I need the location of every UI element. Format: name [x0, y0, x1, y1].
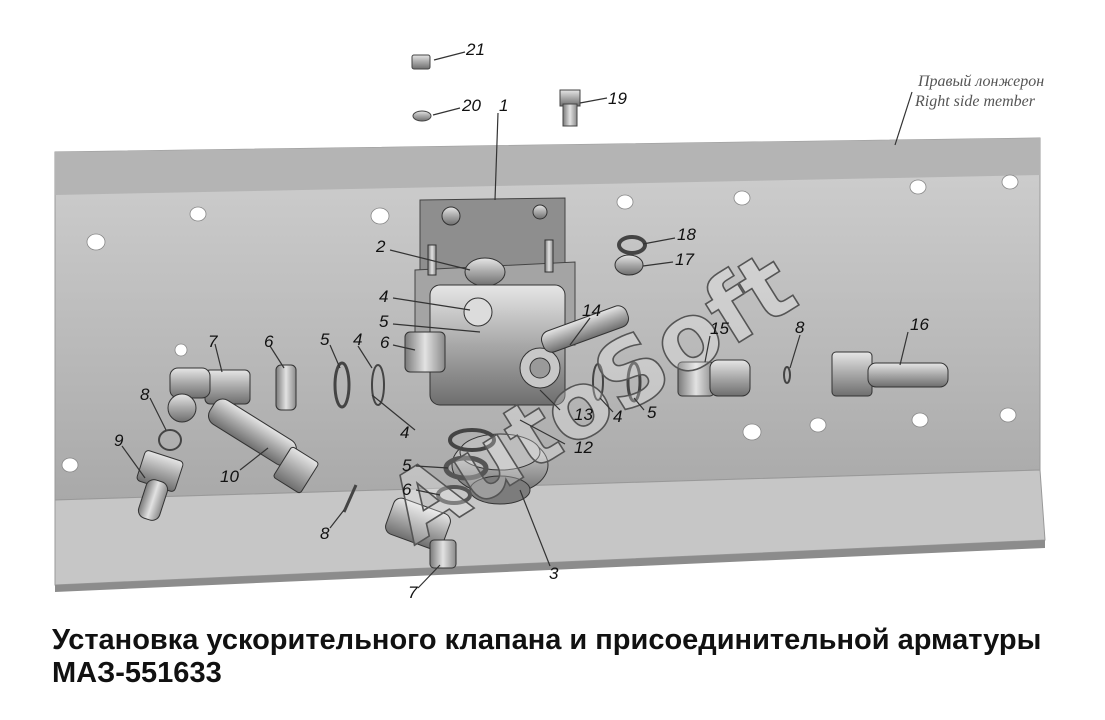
part-15-adapter: [677, 359, 751, 397]
callout-21: 21: [465, 40, 485, 59]
part-18-washer: [617, 235, 647, 255]
callout-7-b: 7: [408, 583, 418, 602]
part-6-nut-left: [275, 364, 297, 411]
diagram-caption: Установка ускорительного клапана и присо…: [52, 624, 1092, 690]
callout-1: 1: [499, 96, 508, 115]
part-4-ring-left: [371, 364, 385, 406]
callout-8-b: 8: [140, 385, 150, 404]
part-14-pipe-stub: [540, 305, 630, 353]
part-8-ring-right: [783, 366, 791, 384]
exploded-assembly-diagram: Правый лонжерон Right side member: [54, 40, 1046, 602]
part-8-clip-lower: [342, 484, 358, 513]
member-label-en: Right side member: [914, 93, 1036, 110]
callout-2: 2: [375, 237, 386, 256]
callout-6-c: 6: [402, 480, 412, 499]
part-5-ring-right: [626, 361, 642, 403]
part-9-fitting: [136, 450, 184, 521]
callout-14: 14: [582, 301, 601, 320]
part-17-nut: [614, 254, 644, 276]
callout-4-b: 4: [353, 330, 362, 349]
callout-labels: 21 20 1 19 2 18 17 4 5 14 15 8 16 6 7 6 …: [114, 40, 929, 602]
part-7-lower-elbow: [385, 497, 457, 569]
callout-12: 12: [574, 438, 593, 457]
callout-5-b: 5: [320, 330, 330, 349]
callout-8-a: 8: [795, 318, 805, 337]
part-5-ring-left: [333, 361, 351, 409]
part-10-pipe-fitting: [208, 398, 319, 494]
callout-13: 13: [574, 405, 593, 424]
callout-4-d: 4: [400, 423, 409, 442]
part-2-valve-cover: [464, 257, 506, 287]
callout-3: 3: [549, 564, 559, 583]
callout-5-c: 5: [647, 403, 657, 422]
part-7-left-elbow: [167, 367, 251, 423]
part-19-bolt: [559, 89, 581, 127]
callout-5-a: 5: [379, 312, 389, 331]
callout-16: 16: [910, 315, 929, 334]
callout-6-a: 6: [380, 333, 390, 352]
leader-lines: [121, 51, 909, 589]
callout-8-c: 8: [320, 524, 330, 543]
caption-title: Установка ускорительного клапана и присо…: [52, 624, 1042, 656]
member-label-group: Правый лонжерон Right side member: [894, 73, 1044, 146]
part-20-washer: [412, 110, 432, 122]
callout-9: 9: [114, 431, 124, 450]
callout-6-b: 6: [264, 332, 274, 351]
callout-7-a: 7: [208, 332, 218, 351]
part-8-ring-left: [158, 429, 182, 451]
part-4-ring-right: [592, 363, 604, 401]
callout-20: 20: [461, 96, 481, 115]
callout-5-d: 5: [402, 456, 412, 475]
callout-18: 18: [677, 225, 696, 244]
callout-10: 10: [220, 467, 239, 486]
callout-4-c: 4: [613, 407, 622, 426]
part-16-fitting: [831, 351, 949, 397]
accelerator-valve-body: [404, 284, 566, 406]
member-label-ru: Правый лонжерон: [917, 73, 1044, 90]
part-21-nut: [411, 54, 431, 70]
callout-15: 15: [710, 319, 729, 338]
callout-17: 17: [675, 250, 694, 269]
callout-4-a: 4: [379, 287, 388, 306]
callout-19: 19: [608, 89, 627, 108]
caption-model: МАЗ-551633: [52, 657, 222, 689]
